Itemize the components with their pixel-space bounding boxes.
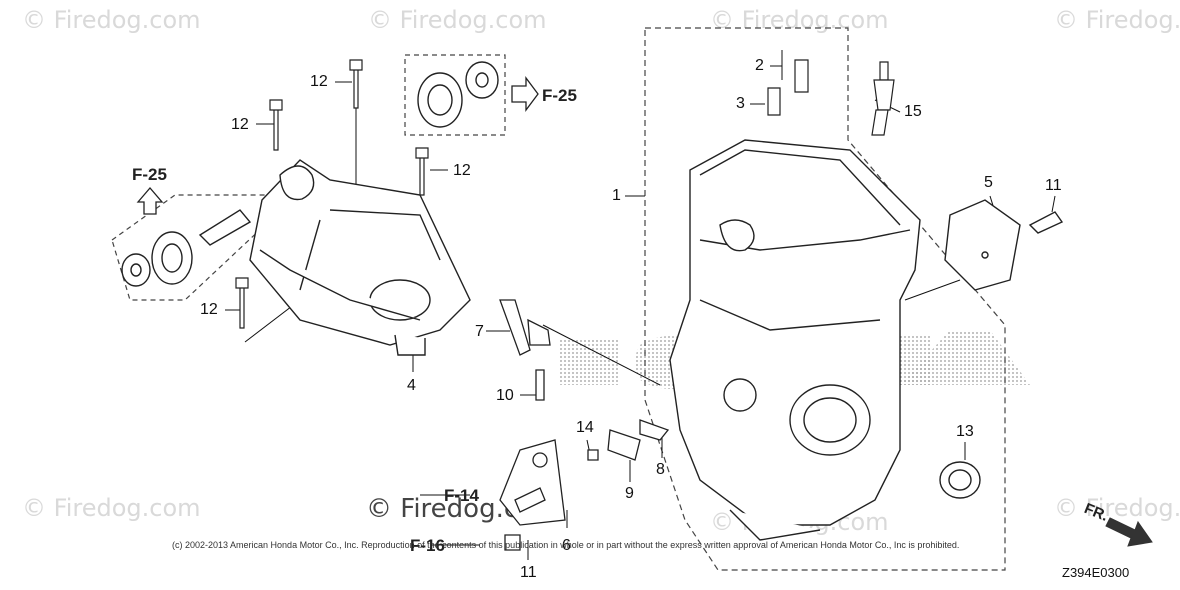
dowel-pins — [767, 59, 809, 116]
oil-seal — [939, 461, 981, 499]
callout-6: 6 — [562, 537, 571, 554]
watermark: © Firedog.com — [710, 6, 889, 34]
cylinder-head-cover — [249, 159, 471, 356]
callout-11-top: 11 — [1045, 177, 1062, 194]
bolts-12 — [235, 59, 429, 329]
callout-1: 1 — [612, 187, 621, 204]
ref-arrow-up — [136, 187, 164, 215]
ref-arrow-right — [511, 76, 539, 112]
callout-12-bottom: 12 — [200, 301, 218, 318]
watermark: © Firedog.com — [1054, 6, 1180, 34]
figure-ref-f25-top[interactable]: F-25 — [542, 86, 577, 105]
spark-plug — [871, 61, 895, 136]
callout-12-left: 12 — [231, 116, 249, 133]
callout-4: 4 — [407, 377, 416, 394]
callout-2: 2 — [755, 57, 764, 74]
dashed-group-bearing-top — [404, 54, 506, 136]
figure-ref-f25-left[interactable]: F-25 — [132, 165, 167, 184]
watermark: © Firedog.com — [22, 6, 201, 34]
callout-9: 9 — [625, 485, 634, 502]
callout-14: 14 — [576, 419, 594, 436]
side-cover-plate — [944, 199, 1064, 291]
crankcase-cylinder-block — [669, 139, 921, 541]
breather-parts — [499, 299, 670, 551]
diagram-code: Z394E0300 — [1062, 565, 1130, 580]
callout-13: 13 — [956, 423, 974, 440]
callout-7: 7 — [475, 323, 484, 340]
figure-ref-f16[interactable]: F-16 — [410, 536, 445, 555]
callout-10: 10 — [496, 387, 514, 404]
callout-11-bottom: 11 — [520, 564, 537, 581]
bearing-assembly-left — [121, 209, 252, 287]
bearing-assembly-top — [417, 61, 499, 128]
watermark: © Firedog.com — [22, 494, 201, 522]
callout-12-right: 12 — [453, 162, 471, 179]
callout-12-top: 12 — [310, 73, 328, 90]
front-direction-arrow — [1105, 517, 1153, 547]
callout-8: 8 — [656, 461, 665, 478]
callout-15: 15 — [904, 103, 922, 120]
callout-3: 3 — [736, 95, 745, 112]
copyright-notice: (c) 2002-2013 American Honda Motor Co., … — [172, 540, 960, 550]
callout-5: 5 — [984, 174, 993, 191]
watermark: © Firedog.com — [1054, 494, 1180, 522]
watermark: © Firedog.com — [368, 6, 547, 34]
figure-ref-f14[interactable]: F-14 — [444, 486, 479, 505]
